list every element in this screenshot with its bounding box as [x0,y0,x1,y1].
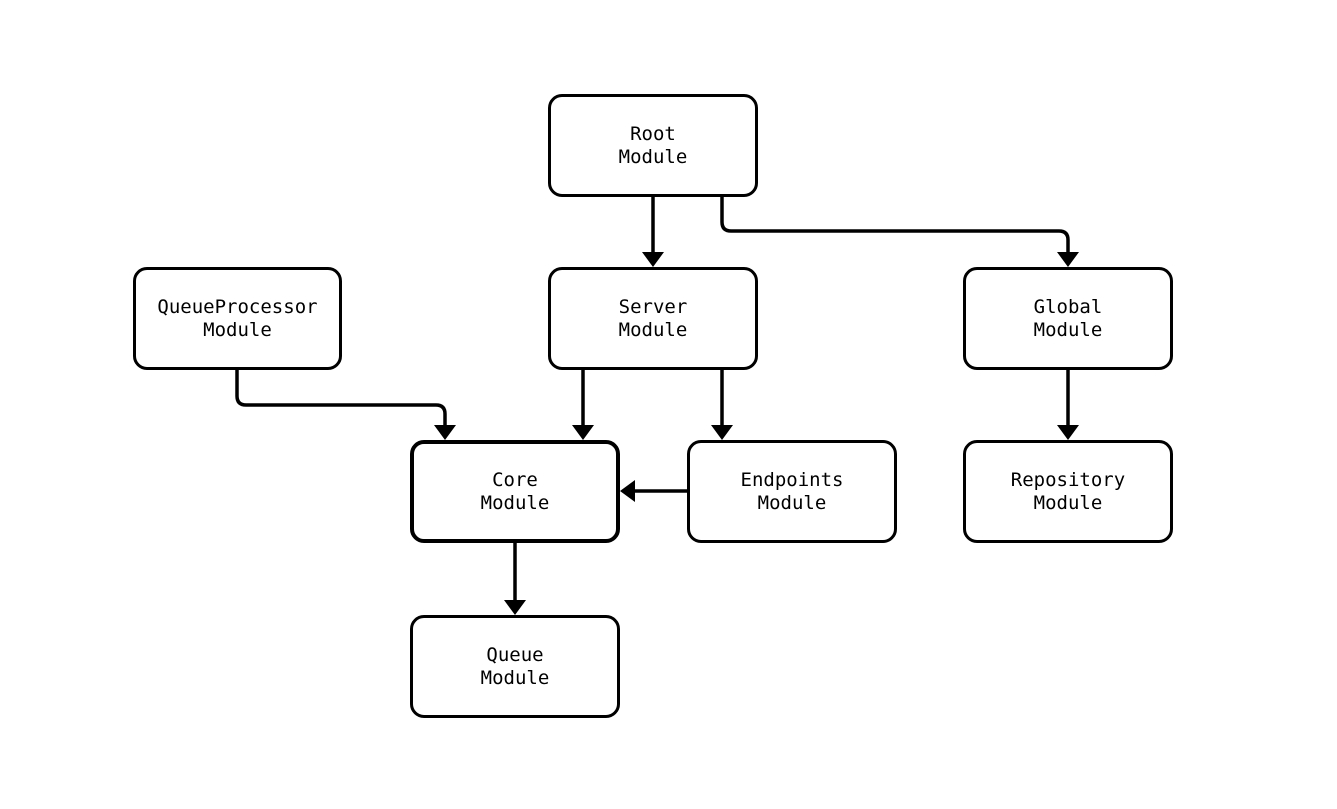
node-label-primary: QueueProcessor [157,295,318,318]
node-label-primary: Repository [1010,468,1126,491]
edge-root-to-global [720,197,1079,267]
arrowhead-icon [711,425,733,440]
edge-core-to-queue [504,543,526,615]
node-label-primary: Endpoints [740,468,844,491]
arrowhead-icon [642,252,664,267]
node-label-secondary: Module [1033,491,1103,514]
edge-queueprocessor-to-core [235,370,456,440]
arrowhead-icon [504,600,526,615]
node-label-secondary: Module [757,491,827,514]
node-label-primary: Global [1033,295,1103,318]
node-label-secondary: Module [203,318,272,341]
node-label-primary: Queue [486,643,544,666]
arrowhead-icon [620,480,635,502]
arrowhead-icon [1057,252,1079,267]
edge-root-to-server [642,197,664,267]
node-label-primary: Core [492,468,538,491]
node-label-primary: Root [630,122,676,145]
arrowhead-icon [434,425,456,440]
node-label-primary: Server [618,295,688,318]
node-label-secondary: Module [1033,318,1103,341]
edge-global-to-repository [1057,370,1079,440]
edge-endpoints-to-core [620,480,687,502]
node-label-secondary: Module [480,666,550,689]
arrowhead-icon [1057,425,1079,440]
arrowhead-icon [572,425,594,440]
node-label-secondary: Module [618,145,688,168]
edge-server-to-endpoints [711,370,733,440]
node-label-secondary: Module [618,318,688,341]
node-label-secondary: Module [480,491,550,514]
edge-server-to-core [572,370,594,440]
